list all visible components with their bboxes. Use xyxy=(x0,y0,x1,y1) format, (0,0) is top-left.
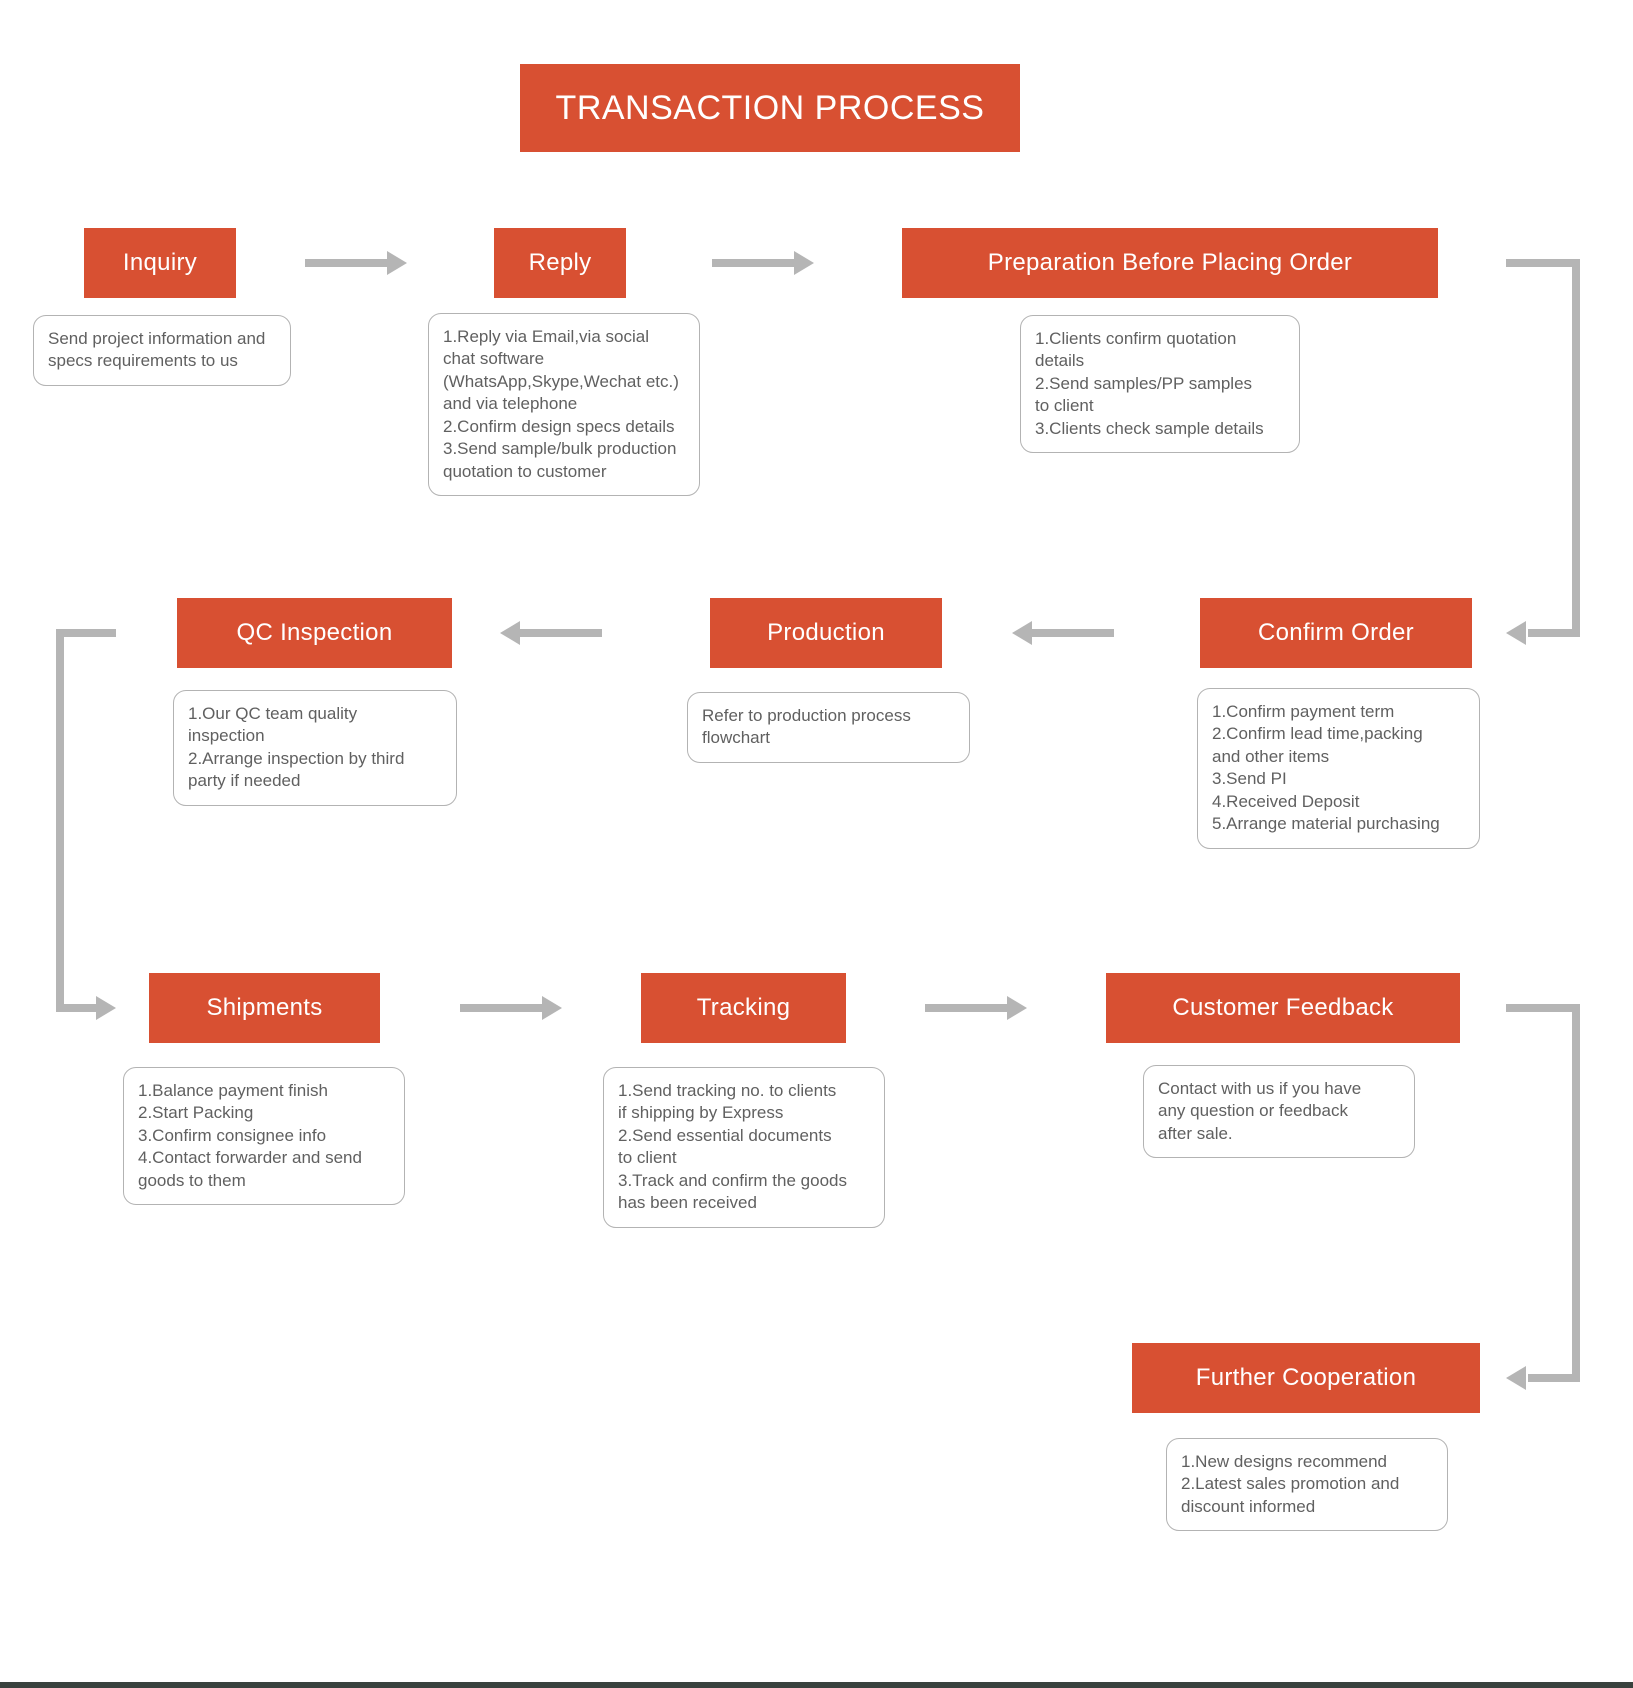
node-inquiry-label: Inquiry xyxy=(84,228,236,298)
arrow-segment xyxy=(460,1004,542,1012)
arrow-head-right-icon xyxy=(794,251,814,275)
node-further-cooperation-desc: 1.New designs recommend 2.Latest sales p… xyxy=(1166,1438,1448,1532)
arrow-segment xyxy=(305,259,387,267)
arrow-segment xyxy=(925,1004,1007,1012)
node-customer-feedback-desc: Contact with us if you have any question… xyxy=(1143,1065,1415,1159)
arrow-head-left-icon xyxy=(1012,621,1032,645)
node-tracking-desc: 1.Send tracking no. to clients if shippi… xyxy=(603,1067,885,1228)
arrow-segment xyxy=(56,1004,96,1012)
node-inquiry-desc: Send project information and specs requi… xyxy=(33,315,291,386)
node-confirm-order-desc: 1.Confirm payment term 2.Confirm lead ti… xyxy=(1197,688,1480,849)
arrow-head-right-icon xyxy=(96,996,116,1020)
node-shipments-desc: 1.Balance payment finish 2.Start Packing… xyxy=(123,1067,405,1206)
arrow-segment xyxy=(1572,1004,1580,1382)
node-shipments-label: Shipments xyxy=(149,973,380,1043)
arrow-segment xyxy=(1528,1374,1580,1382)
arrow-head-left-icon xyxy=(1506,621,1526,645)
node-confirm-order-label: Confirm Order xyxy=(1200,598,1472,668)
arrow-segment xyxy=(56,629,116,637)
arrow-segment xyxy=(520,629,602,637)
arrow-segment xyxy=(1506,1004,1580,1012)
node-reply-label: Reply xyxy=(494,228,626,298)
arrow-segment xyxy=(1506,259,1580,267)
arrow-segment xyxy=(712,259,794,267)
page-title: TRANSACTION PROCESS xyxy=(520,64,1020,152)
node-production-label: Production xyxy=(710,598,942,668)
arrow-segment xyxy=(1572,259,1580,637)
node-production-desc: Refer to production process flowchart xyxy=(687,692,970,763)
node-further-cooperation-label: Further Cooperation xyxy=(1132,1343,1480,1413)
arrow-head-left-icon xyxy=(500,621,520,645)
arrow-head-right-icon xyxy=(542,996,562,1020)
node-preparation-desc: 1.Clients confirm quotation details 2.Se… xyxy=(1020,315,1300,454)
node-preparation-label: Preparation Before Placing Order xyxy=(902,228,1438,298)
arrow-segment xyxy=(1032,629,1114,637)
node-qc-inspection-label: QC Inspection xyxy=(177,598,452,668)
node-reply-desc: 1.Reply via Email,via social chat softwa… xyxy=(428,313,700,497)
bottom-edge-bar xyxy=(0,1682,1633,1688)
node-qc-inspection-desc: 1.Our QC team quality inspection 2.Arran… xyxy=(173,690,457,806)
arrow-segment xyxy=(56,629,64,1012)
arrow-head-right-icon xyxy=(387,251,407,275)
node-tracking-label: Tracking xyxy=(641,973,846,1043)
arrow-head-left-icon xyxy=(1506,1366,1526,1390)
node-customer-feedback-label: Customer Feedback xyxy=(1106,973,1460,1043)
arrow-segment xyxy=(1528,629,1580,637)
arrow-head-right-icon xyxy=(1007,996,1027,1020)
